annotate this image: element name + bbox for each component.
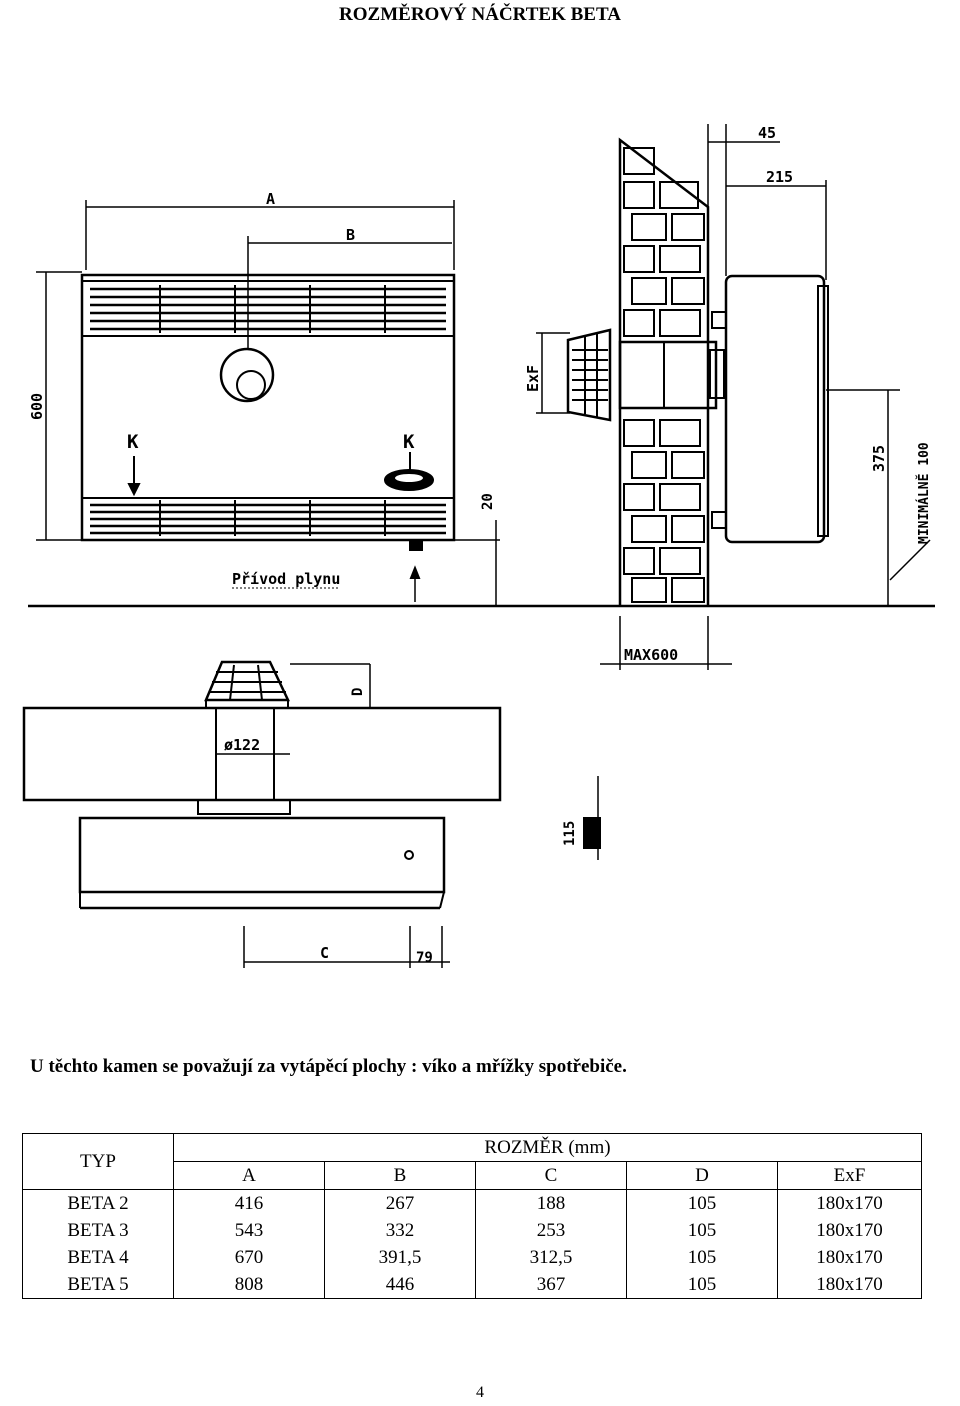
table-row: BETA 4 670 391,5 312,5 105 180x170 [22, 1244, 922, 1271]
table-cell: 391,5 [324, 1244, 476, 1271]
table-cell: 367 [475, 1271, 627, 1299]
label-79: 79 [416, 950, 433, 966]
table-cell: 446 [324, 1271, 476, 1299]
table-cell: 105 [626, 1217, 778, 1244]
label-b: B [346, 226, 355, 244]
label-min-100: MINIMÁLNĚ 100 [916, 442, 932, 544]
table-cell: 180x170 [777, 1217, 922, 1244]
table-cell: 267 [324, 1189, 476, 1217]
heater-front-view [36, 200, 500, 606]
table-cell: 105 [626, 1189, 778, 1217]
table-cell: 105 [626, 1271, 778, 1299]
table-cell: 180x170 [777, 1189, 922, 1217]
table-cell: 808 [173, 1271, 325, 1299]
label-phi122: ø122 [224, 736, 260, 754]
table-row: BETA 2 416 267 188 105 180x170 [22, 1189, 922, 1217]
heating-surface-note: U těchto kamen se považují za vytápěcí p… [30, 1056, 627, 1077]
label-gas-supply: Přívod plynu [232, 570, 340, 588]
page-title: ROZMĚROVÝ NÁČRTEK BETA [339, 4, 621, 25]
label-c: C [320, 944, 329, 962]
heater-top-view [22, 660, 601, 968]
label-exf: ExF [524, 365, 542, 392]
column-header: C [475, 1161, 627, 1190]
table-cell: BETA 3 [22, 1217, 174, 1244]
table-cell: 416 [173, 1189, 325, 1217]
label-215: 215 [766, 168, 793, 186]
dimension-group-header: ROZMĚR (mm) [173, 1133, 922, 1162]
label-k-right: K [403, 431, 415, 453]
typ-header: TYP [22, 1133, 174, 1190]
label-a: A [266, 190, 275, 208]
label-600: 600 [28, 393, 46, 420]
label-d: D [350, 688, 366, 696]
label-45: 45 [758, 124, 776, 142]
label-max600: MAX600 [624, 646, 678, 664]
table-cell: 332 [324, 1217, 476, 1244]
table-cell: 180x170 [777, 1271, 922, 1299]
table-cell: BETA 2 [22, 1189, 174, 1217]
table-cell: BETA 4 [22, 1244, 174, 1271]
column-header: B [324, 1161, 476, 1190]
table-cell: 312,5 [475, 1244, 627, 1271]
table-cell: 188 [475, 1189, 627, 1217]
wall-side-view [536, 124, 931, 670]
label-k-left: K [127, 431, 139, 453]
table-cell: 180x170 [777, 1244, 922, 1271]
label-115: 115 [562, 821, 578, 846]
column-header: ExF [777, 1161, 922, 1190]
table-row: BETA 5 808 446 367 105 180x170 [22, 1271, 922, 1299]
page-number: 4 [476, 1384, 484, 1401]
table-cell: 670 [173, 1244, 325, 1271]
table-row: BETA 3 543 332 253 105 180x170 [22, 1217, 922, 1244]
table-cell: 105 [626, 1244, 778, 1271]
table-cell: 253 [475, 1217, 627, 1244]
column-header: A [173, 1161, 325, 1190]
dimension-drawing: A B 600 K K 20 Přívod plynu 45 215 ExF 3… [22, 124, 935, 968]
table-cell: BETA 5 [22, 1271, 174, 1299]
label-375: 375 [870, 445, 888, 472]
table-cell: 543 [173, 1217, 325, 1244]
column-header: D [626, 1161, 778, 1190]
label-20: 20 [480, 493, 496, 510]
dimension-table: TYP ROZMĚR (mm) A B C D ExF BETA 2 416 2… [22, 1133, 922, 1299]
